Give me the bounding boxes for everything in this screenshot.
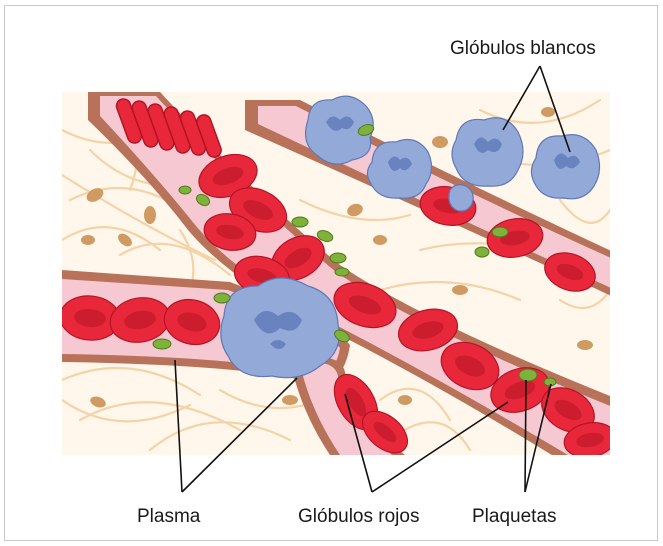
label-plasma: Plasma [137, 506, 200, 528]
label-platelets: Plaquetas [472, 506, 557, 528]
label-red-blood-cells: Glóbulos rojos [298, 506, 419, 528]
label-white-blood-cells: Glóbulos blancos [450, 38, 596, 60]
